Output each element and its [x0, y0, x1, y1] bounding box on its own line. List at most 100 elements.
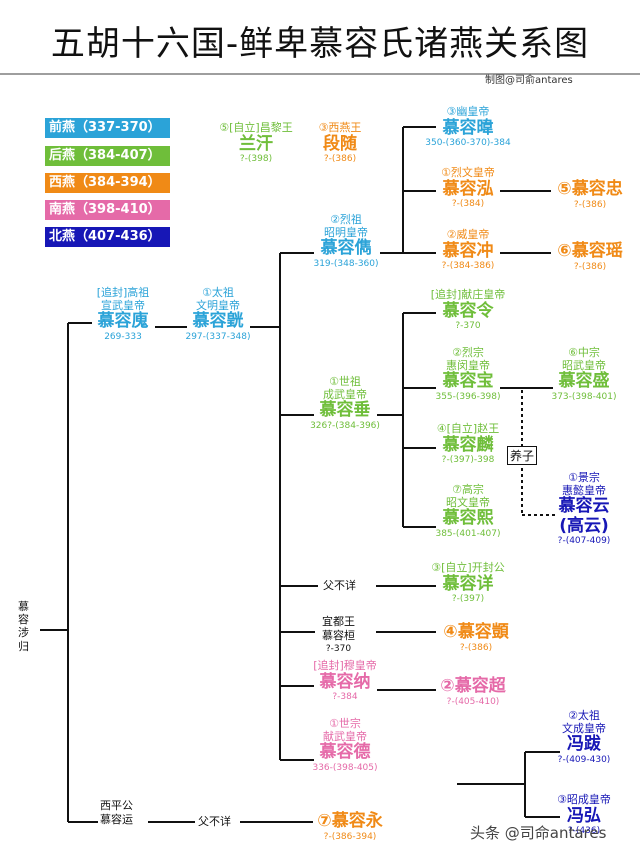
murong-wei-title: ③幽皇帝 [446, 105, 490, 118]
murong-lin-dates: ?-(397)-398 [441, 455, 495, 466]
feng-hong-name: 冯弘 [567, 805, 601, 826]
legend-item-qianyan: 前燕（337-370） [45, 118, 170, 138]
lan-han-dates: ?-(398) [239, 154, 273, 165]
murong-hui-title: [追封]高祖 宣武皇帝 [96, 286, 150, 312]
murong-xi-title: ⑦高宗 昭文皇帝 [446, 483, 490, 509]
murong-de-name: 慕容德 [319, 742, 371, 763]
murong-yun-name: 慕容云 (高云) [558, 496, 610, 536]
murong-de-dates: 336-(398-405) [312, 762, 378, 773]
murong-wei-name: 慕容暐 [442, 117, 494, 138]
murong-chui-name: 慕容垂 [319, 400, 371, 421]
murong-na-node: [追封]穆皇帝 慕容纳 ?-384 [313, 659, 377, 703]
legend-item-nanyan: 南燕（398-410） [45, 200, 170, 220]
murong-wei-node: ③幽皇帝 慕容暐 350-(360-370)-384 [425, 105, 511, 149]
murong-ling-name: 慕容令 [442, 300, 494, 321]
feng-hong-dates: ?-(436) [567, 826, 601, 837]
murong-yao-dates: ?-(386) [573, 261, 607, 272]
murong-huang-dates: 297-(337-348) [185, 331, 251, 342]
murong-zhong-node: ⑤慕容忠 ?-(386) [557, 179, 623, 210]
murong-na-name: 慕容纳 [319, 671, 371, 692]
feng-ba-dates: ?-(409-430) [557, 754, 611, 765]
murong-yun-dates: ?-(407-409) [557, 536, 611, 547]
murong-sheng-name: 慕容盛 [558, 371, 610, 392]
murong-na-dates: ?-384 [332, 692, 358, 703]
murong-bao-dates: 355-(396-398) [435, 391, 501, 402]
murong-yong-node: ⑦慕容永 ?-(386-394) [317, 811, 382, 842]
murong-huan-title: 宜都王 慕容桓 [322, 615, 355, 643]
murong-xiang-dates: ?-(397) [451, 594, 485, 605]
murong-yong-dates: ?-(386-394) [323, 831, 377, 842]
murong-huang-node: ①太祖 文明皇帝 慕容皝 297-(337-348) [185, 286, 251, 342]
lan-han-name: 兰汗 [238, 133, 273, 154]
credit-text: 制图@司俞antares [485, 75, 573, 86]
murong-bao-title: ②烈宗 惠闵皇帝 [446, 346, 490, 372]
murong-jun-name: 慕容儁 [320, 238, 372, 259]
legend-item-xiyan: 西燕（384-394） [45, 173, 170, 193]
murong-chong-title: ②威皇帝 [446, 228, 490, 241]
duan-sui-dates: ?-(386) [323, 154, 357, 165]
duan-sui-title: ③西燕王 [318, 121, 362, 134]
murong-ji-name: ④慕容顗 [443, 622, 509, 642]
murong-hui-dates: 269-333 [104, 331, 142, 342]
murong-lin-title: ④[自立]赵王 [436, 422, 500, 435]
murong-chong-dates: ?-(384-386) [441, 261, 495, 272]
adopted-son-label: 养子 [507, 446, 538, 465]
murong-zhong-dates: ?-(386) [573, 199, 607, 210]
murong-chong-node: ②威皇帝 慕容冲 ?-(384-386) [441, 228, 495, 272]
murong-ji-node: ④慕容顗 ?-(386) [443, 622, 509, 653]
murong-chui-title: ①世祖 成武皇帝 [323, 375, 367, 401]
murong-de-title: ①世宗 献武皇帝 [323, 717, 367, 743]
duan-sui-name: 段随 [323, 133, 357, 154]
lan-han-node: ⑤[自立]昌黎王 兰汗 ?-(398) [219, 121, 293, 165]
murong-sheng-dates: 373-(398-401) [551, 391, 617, 402]
feng-ba-name: 冯跋 [567, 734, 601, 755]
feng-hong-node: ③昭成皇帝 冯弘 ?-(436) [557, 793, 611, 837]
murong-yun-node: ①景宗 惠懿皇帝 慕容云 (高云) ?-(407-409) [557, 471, 611, 547]
murong-yao-name: ⑥慕容瑶 [557, 241, 623, 261]
murong-jun-title: ②烈祖 昭明皇帝 [324, 213, 368, 239]
murong-chui-dates: 326?-(384-396) [310, 420, 380, 431]
murong-xiang-title: ③[自立]开封公 [431, 561, 505, 574]
murong-xi-node: ⑦高宗 昭文皇帝 慕容熙 385-(401-407) [435, 483, 501, 539]
father-unknown-label: 父不详 [323, 579, 356, 592]
murong-bao-node: ②烈宗 惠闵皇帝 慕容宝 355-(396-398) [435, 346, 501, 402]
murong-chui-node: ①世祖 成武皇帝 慕容垂 326?-(384-396) [310, 375, 380, 431]
duan-sui-node: ③西燕王 段随 ?-(386) [318, 121, 362, 165]
murong-ji-dates: ?-(386) [459, 642, 493, 653]
murong-chao-dates: ?-(405-410) [446, 696, 500, 707]
murong-lin-node: ④[自立]赵王 慕容麟 ?-(397)-398 [436, 422, 500, 466]
murong-hui-node: [追封]高祖 宣武皇帝 慕容廆 269-333 [96, 286, 150, 342]
murong-ling-node: [追封]献庄皇帝 慕容令 ?-370 [431, 288, 506, 332]
father-unknown-label-2: 父不详 [198, 815, 231, 828]
murong-hui-name: 慕容廆 [97, 311, 149, 332]
legend-item-houyan: 后燕（384-407） [45, 146, 170, 166]
murong-huan-node: 宜都王 慕容桓 ?-370 [322, 615, 355, 655]
watermark-text: 头条 @司命antares [470, 824, 607, 842]
page-title: 五胡十六国-鲜卑慕容氏诸燕关系图 [50, 24, 590, 64]
murong-zhong-name: ⑤慕容忠 [557, 179, 623, 199]
murong-de-node: ①世宗 献武皇帝 慕容德 336-(398-405) [312, 717, 378, 773]
murong-yun-title: ①景宗 惠懿皇帝 [562, 471, 606, 497]
murong-na-title: [追封]穆皇帝 [313, 659, 377, 672]
murong-xiang-name: 慕容详 [442, 573, 494, 594]
murong-hong-dates: ?-(384) [451, 199, 485, 210]
murong-bao-name: 慕容宝 [442, 371, 494, 392]
feng-hong-title: ③昭成皇帝 [557, 793, 611, 806]
title-divider [0, 73, 640, 75]
murong-xi-name: 慕容熙 [442, 508, 494, 529]
lan-han-title: ⑤[自立]昌黎王 [219, 121, 293, 134]
murong-chao-node: ②慕容超 ?-(405-410) [440, 676, 505, 707]
murong-xi-dates: 385-(401-407) [435, 528, 501, 539]
murong-xiang-node: ③[自立]开封公 慕容详 ?-(397) [431, 561, 505, 605]
murong-sheng-title: ⑥中宗 昭武皇帝 [562, 346, 606, 372]
murong-huang-name: 慕容皝 [192, 311, 244, 332]
murong-wei-dates: 350-(360-370)-384 [425, 138, 511, 149]
murong-yao-node: ⑥慕容瑶 ?-(386) [557, 241, 623, 272]
murong-lin-name: 慕容麟 [442, 434, 494, 455]
murong-huang-title: ①太祖 文明皇帝 [196, 286, 240, 312]
murong-shegui-node: 慕容涉归 [18, 600, 29, 653]
murong-hong-node: ①烈文皇帝 慕容泓 ?-(384) [441, 166, 495, 210]
murong-hong-title: ①烈文皇帝 [441, 166, 495, 179]
murong-chong-name: 慕容冲 [442, 240, 494, 261]
